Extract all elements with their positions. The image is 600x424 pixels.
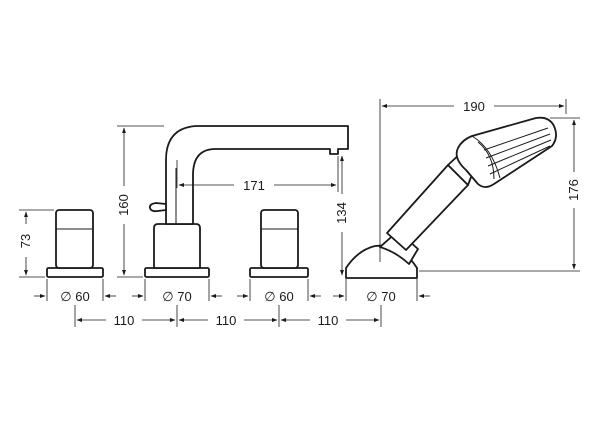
handle-left	[46, 209, 104, 278]
dim-spout-reach: 171	[243, 178, 265, 193]
dim-shower-height: 176	[566, 179, 581, 201]
dim-spacing-3: 110	[318, 313, 339, 328]
dim-spout-outlet-height: 134	[334, 202, 349, 224]
dim-dia-handle-left: ∅ 60	[60, 289, 89, 304]
dim-dia-handle-right: ∅ 60	[264, 289, 293, 304]
bath-spout	[144, 125, 349, 278]
dim-spacing-1: 110	[114, 313, 135, 328]
extension-lines	[19, 99, 580, 327]
dim-shower-reach: 190	[463, 99, 485, 114]
dim-dia-spout-base: ∅ 70	[162, 289, 191, 304]
dim-spacing-2: 110	[216, 313, 237, 328]
dim-handle-height: 73	[18, 234, 33, 248]
dim-dia-shower-base: ∅ 70	[366, 289, 395, 304]
handle-right	[249, 209, 309, 278]
hand-shower	[345, 116, 557, 279]
dimension-lines	[24, 104, 576, 322]
dim-spout-height: 160	[116, 194, 131, 216]
